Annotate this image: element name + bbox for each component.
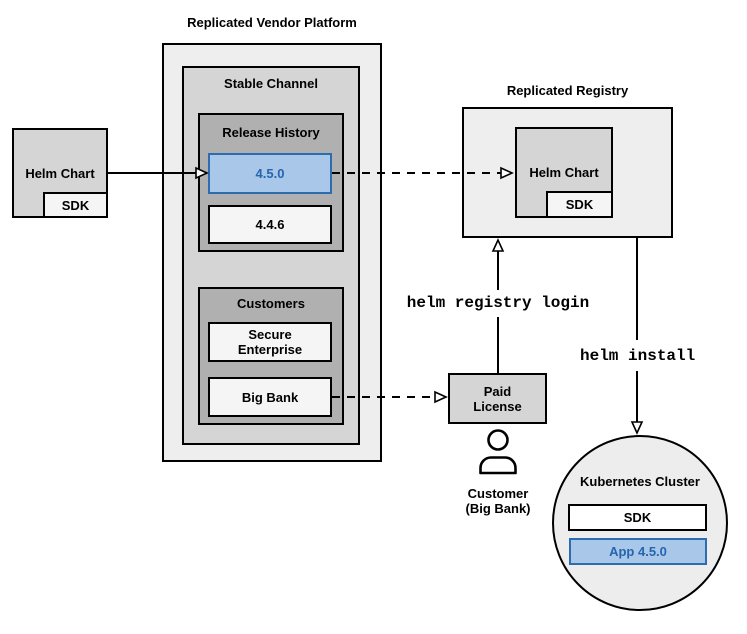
stable-channel-label: Stable Channel: [224, 76, 318, 91]
cluster-sdk-label: SDK: [623, 510, 652, 525]
customer-big-bank-box: Big Bank: [208, 377, 332, 417]
release-version-450-box: 4.5.0: [208, 153, 332, 194]
paid-license-label: Paid License: [473, 383, 522, 414]
release-version-450-label: 4.5.0: [255, 166, 285, 181]
helm-registry-login-command: helm registry login: [406, 294, 590, 312]
registry-title: Replicated Registry: [506, 83, 629, 98]
registry-sdk-box: SDK: [546, 191, 613, 218]
source-sdk-label: SDK: [61, 197, 90, 213]
paid-license-box: Paid License: [448, 373, 547, 424]
cluster-app-label: App 4.5.0: [609, 544, 667, 559]
kubernetes-cluster-title: Kubernetes Cluster: [580, 474, 700, 489]
cluster-app-box: App 4.5.0: [569, 538, 707, 565]
release-history-label: Release History: [222, 125, 320, 140]
platform-title: Replicated Vendor Platform: [187, 15, 357, 30]
release-version-446-box: 4.4.6: [208, 205, 332, 244]
registry-helm-chart-label: Helm Chart: [529, 165, 599, 180]
source-helm-chart-label: Helm Chart: [25, 165, 95, 181]
cluster-sdk-box: SDK: [568, 504, 707, 531]
customer-secure-enterprise-box: Secure Enterprise: [208, 322, 332, 362]
helm-install-command: helm install: [580, 347, 696, 365]
customers-label: Customers: [237, 296, 305, 311]
source-sdk-box: SDK: [43, 192, 108, 218]
registry-to-cluster-arrow: [630, 238, 644, 435]
release-version-446-label: 4.4.6: [255, 217, 285, 232]
person-icon: [479, 429, 517, 475]
customer-big-bank-label: Big Bank: [241, 389, 299, 405]
customer-secure-enterprise-label: Secure Enterprise: [237, 327, 303, 357]
customer-caption: Customer (Big Bank): [465, 486, 531, 516]
registry-sdk-label: SDK: [565, 197, 594, 212]
